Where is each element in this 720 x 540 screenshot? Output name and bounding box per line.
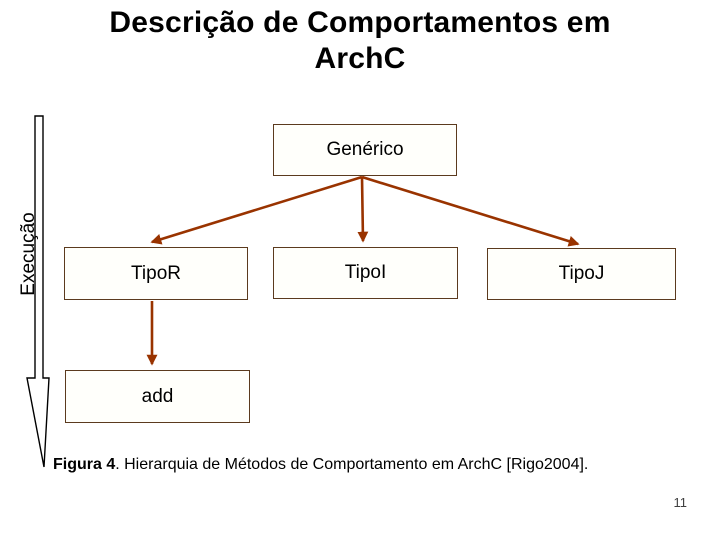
figure-caption-number: Figura 4 [53, 456, 116, 473]
node-generico-label: Genérico [326, 139, 404, 160]
node-tipoi-label: TipoI [344, 262, 387, 283]
diagram-node-add: add [65, 370, 250, 423]
diagram-node-tipor: TipoR [64, 247, 248, 300]
diagram-node-generico: Genérico [273, 124, 457, 176]
node-tipor-label: TipoR [131, 262, 181, 284]
node-tipoj-label: TipoJ [558, 263, 605, 284]
slide-title-line2: ArchC [314, 42, 406, 75]
node-add-label: add [141, 385, 174, 407]
figure-caption: Figura 4. Hierarquia de Métodos de Compo… [53, 456, 588, 474]
edge-generico-tipor-arrow [150, 175, 363, 245]
slide-title: Descrição de Comportamentos em ArchC [0, 5, 720, 77]
edge-generico-tipoi-arrow [357, 176, 369, 243]
slide-title-line1: Descrição de Comportamentos em [109, 6, 611, 39]
edge-generico-tipoj-arrow [361, 175, 580, 247]
figure-caption-text: . Hierarquia de Métodos de Comportamento… [115, 456, 589, 473]
execucao-axis-label: Execução [18, 212, 39, 296]
page-number: 11 [673, 495, 688, 510]
diagram-node-tipoi: TipoI [273, 247, 458, 299]
diagram-node-tipoj: TipoJ [487, 248, 676, 300]
